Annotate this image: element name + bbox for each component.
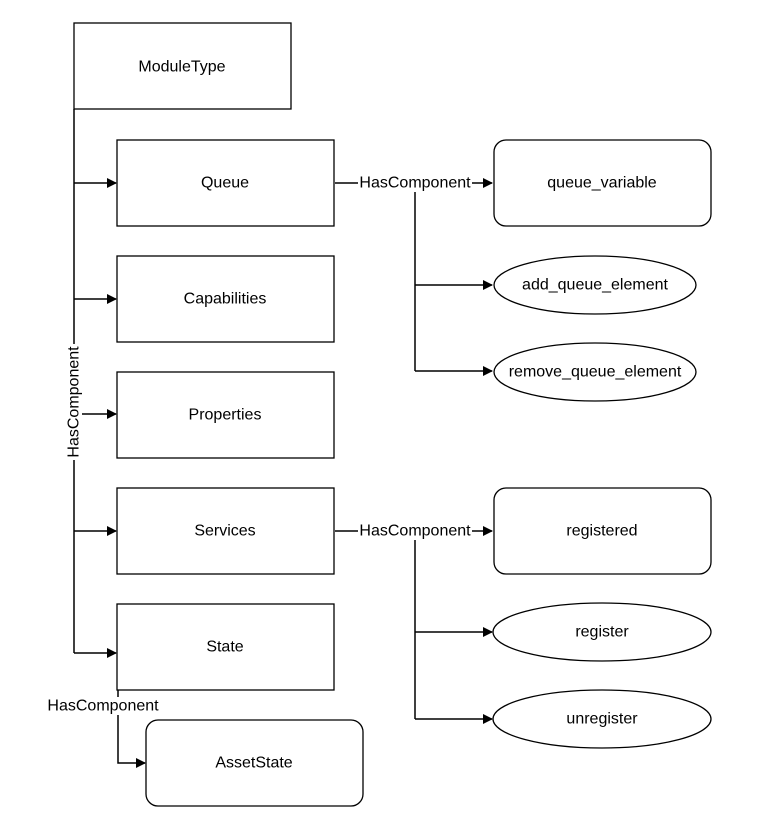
node-state: State [116,603,335,691]
node-properties: Properties [116,371,335,459]
node-module-type-label: ModuleType [138,59,225,76]
edge-label-services-has-component: HasComponent [358,522,472,540]
node-queue-variable-label: queue_variable [547,175,657,192]
node-queue-label: Queue [201,175,249,192]
node-remove-queue-element-label: remove_queue_element [509,364,682,381]
node-unregister-label: unregister [566,711,638,728]
node-module-type: ModuleType [73,22,292,110]
node-capabilities-label: Capabilities [184,291,267,308]
node-services: Services [116,487,335,575]
node-queue-variable: queue_variable [493,139,712,227]
edge-label-services-has-component-text: HasComponent [359,523,471,540]
edge-label-queue-has-component: HasComponent [358,174,472,192]
node-state-label: State [206,639,243,656]
edge-label-queue-has-component-text: HasComponent [359,175,471,192]
node-properties-label: Properties [189,407,262,424]
node-capabilities: Capabilities [116,255,335,343]
node-services-label: Services [194,523,255,540]
node-registered-label: registered [566,523,637,540]
node-queue: Queue [116,139,335,227]
node-remove-queue-element: remove_queue_element [493,342,697,402]
edge-label-module-has-component-text: HasComponent [66,346,83,458]
edge-label-state-has-component: HasComponent [46,697,160,715]
node-add-queue-element: add_queue_element [493,255,697,315]
node-registered: registered [493,487,712,575]
edge-label-module-has-component: HasComponent [66,344,83,460]
node-register: register [492,602,712,662]
edge-label-state-has-component-text: HasComponent [47,698,159,715]
node-asset-state: AssetState [145,719,364,807]
node-add-queue-element-label: add_queue_element [522,277,668,294]
node-register-label: register [575,624,629,641]
node-unregister: unregister [492,689,712,749]
node-asset-state-label: AssetState [215,755,292,772]
